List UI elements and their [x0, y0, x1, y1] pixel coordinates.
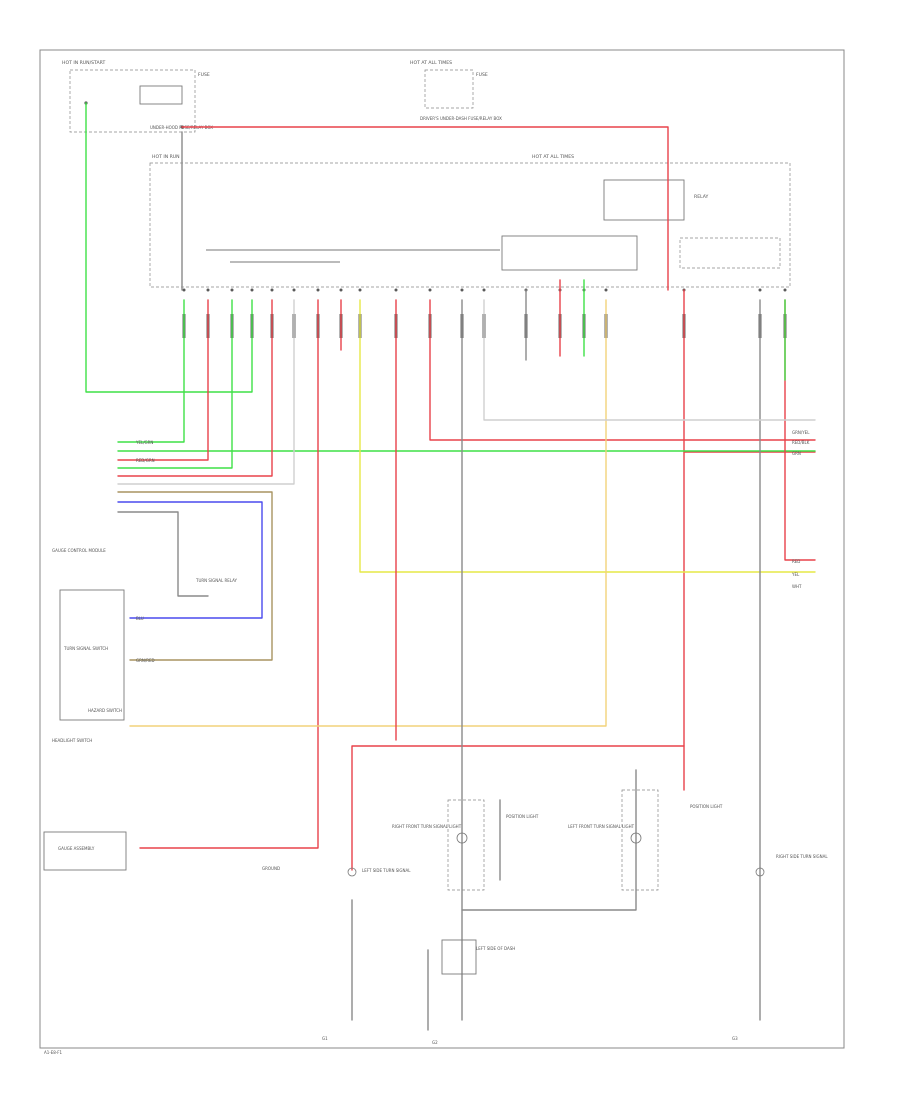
hot-in-run-2-label: HOT IN RUN [152, 154, 180, 160]
hot-in-run-label: HOT IN RUN/START [62, 60, 105, 66]
left-door-label: LEFT SIDE OF DASH [476, 946, 515, 951]
right-side-turn-label: RIGHT SIDE TURN SIGNAL [776, 854, 828, 859]
fuse-right-label: FUSE [476, 72, 488, 78]
wire-tag-4: RED [792, 559, 800, 564]
relay-label: RELAY [694, 194, 709, 200]
fuse-block-left: HOT IN RUN/START FUSE UNDER-HOOD FUSE/RE… [62, 60, 213, 133]
wire-tag-1: GRN/YEL [792, 430, 810, 435]
yellow-wire-h726 [129, 299, 607, 727]
green-wire-main [85, 102, 253, 393]
connector-pin [358, 288, 362, 292]
connector-pin [428, 288, 432, 292]
gauge-assembly: GAUGE ASSEMBLY GROUND [43, 831, 280, 871]
connector-pin [758, 288, 762, 292]
right-wire-tags: GRN/YEL RED/BLK GRN RED YEL WHT YEL/GRN … [135, 430, 810, 663]
red-wire-lower-left [351, 745, 685, 871]
connector-pin [604, 288, 608, 292]
turn-signal-module: GAUGE CONTROL MODULE TURN SIGNAL RELAY T… [52, 548, 238, 743]
fuse-left-label: FUSE [198, 72, 210, 78]
connector-pin [292, 288, 296, 292]
tan-wire [117, 491, 273, 661]
gray-wire-v636 [461, 769, 637, 911]
hazard-switch-label: HAZARD SWITCH [88, 708, 122, 713]
red-wire-v208 [117, 299, 209, 461]
wire-tag-10: WHT [792, 584, 802, 589]
ground-g2-label: G2 [432, 1040, 438, 1045]
turn-signal-relay-label: TURN SIGNAL RELAY [195, 578, 238, 583]
hot-at-all-times-2-label: HOT AT ALL TIMES [532, 154, 574, 160]
combination-switch-label: TURN SIGNAL SWITCH [63, 646, 108, 651]
footer-code: A1-E8-F1 [44, 1050, 63, 1055]
ground-symbols: G1 G2 G3 [322, 1036, 738, 1045]
gray-wire-h420 [483, 299, 816, 421]
wire-tag-left-3: BLU [136, 616, 144, 621]
position-light-r-label: POSITION LIGHT [506, 814, 539, 819]
gray-wire-b [117, 511, 209, 597]
wire-tag-3: GRN [792, 451, 801, 456]
green-wire-v185 [117, 299, 185, 443]
ground-g1-label: G1 [322, 1036, 328, 1041]
connector-pin [270, 288, 274, 292]
wire-tag-left-1: YEL/GRN [135, 440, 153, 445]
red-wire-v272 [117, 299, 273, 477]
gray-wire-a [117, 299, 295, 485]
under-dash-fuse-relay-box: HOT IN RUN HOT AT ALL TIMES RELAY [149, 154, 791, 288]
right-front-turn-label: RIGHT FRONT TURN SIGNAL LIGHT [392, 824, 462, 829]
left-front-turn-label: LEFT FRONT TURN SIGNAL LIGHT [568, 824, 635, 829]
hot-at-all-times-label: HOT AT ALL TIMES [410, 60, 452, 66]
connector-pin [783, 288, 787, 292]
connector-pin [316, 288, 320, 292]
connector-pin [339, 288, 343, 292]
wire-harness [85, 102, 816, 1031]
blue-wire [117, 501, 263, 619]
left-side-turn-label: LEFT SIDE TURN SIGNAL [362, 868, 411, 873]
connector-pin [460, 288, 464, 292]
ground-b-label: GROUND [262, 866, 280, 871]
headlight-switch-label: HEADLIGHT SWITCH [52, 738, 92, 743]
driver-under-dash-label: DRIVER'S UNDER-DASH FUSE/RELAY BOX [420, 116, 502, 121]
red-wire-v785 [784, 299, 816, 561]
lower-lamps: RIGHT FRONT TURN SIGNAL LIGHT LEFT FRONT… [347, 789, 828, 975]
cluster-assembly-label: GAUGE ASSEMBLY [58, 846, 95, 851]
wire-tag-2: RED/BLK [792, 440, 810, 445]
yellow-wire-h572 [359, 299, 816, 573]
wire-tag-6: YEL [791, 572, 800, 577]
red-wire-top [181, 126, 669, 291]
fuse-block-right: HOT AT ALL TIMES FUSE DRIVER'S UNDER-DAS… [410, 60, 502, 121]
wire-tag-left-4: GRN/RED [136, 658, 155, 663]
position-light-l-label: POSITION LIGHT [690, 804, 723, 809]
gauge-control-label: GAUGE CONTROL MODULE [52, 548, 106, 553]
connector-pin [482, 288, 486, 292]
wire-tag-left-2: RED/GRN [136, 458, 155, 463]
connector-pin [182, 288, 186, 292]
connector-pin [206, 288, 210, 292]
ground-g3-label: G3 [732, 1036, 738, 1041]
diagram-frame [39, 49, 845, 1049]
red-wire-h440 [429, 299, 816, 441]
connector-pin [230, 288, 234, 292]
connector-pin [250, 288, 254, 292]
red-wire-v318 [139, 299, 319, 849]
green-wire-v230 [117, 299, 233, 469]
connector-pin [394, 288, 398, 292]
